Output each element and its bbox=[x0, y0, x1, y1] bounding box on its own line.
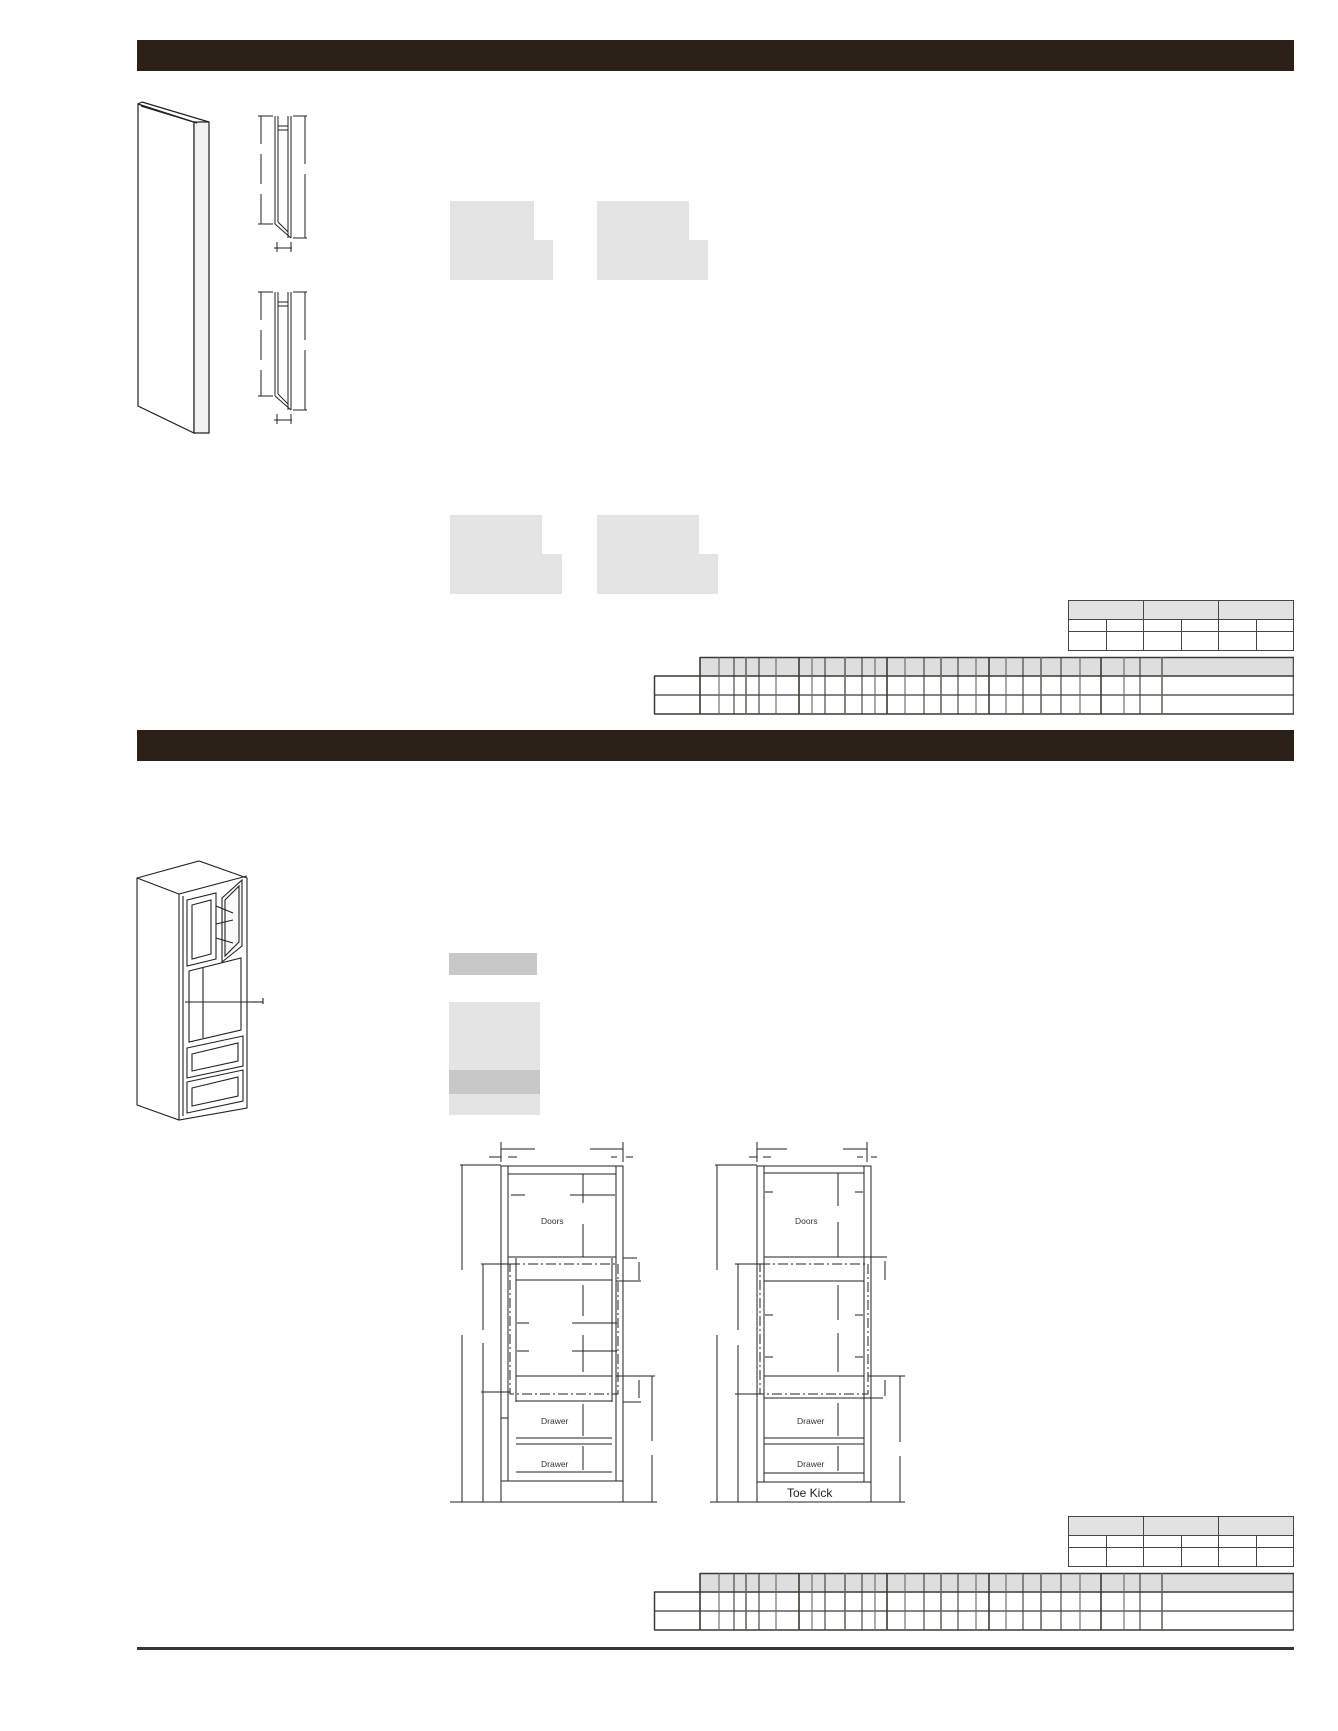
summary-header-group-1 bbox=[1068, 1516, 1144, 1536]
summary-cell bbox=[1143, 631, 1182, 651]
footer-rule bbox=[137, 1647, 1294, 1650]
summary-header-group-1 bbox=[1068, 600, 1144, 620]
summary-header-group-3 bbox=[1218, 1516, 1294, 1536]
summary-cell bbox=[1143, 1547, 1182, 1567]
panel-profile-view-1 bbox=[258, 115, 307, 252]
summary-subheader bbox=[1218, 1535, 1257, 1548]
elevation-label-drawer-1: Drawer bbox=[797, 1416, 825, 1426]
summary-subheader bbox=[1143, 619, 1182, 632]
section-1-summary-table bbox=[1068, 600, 1294, 651]
elevation-label-toe-kick: Toe Kick bbox=[787, 1486, 833, 1500]
oven-cabinet-isometric-drawing bbox=[136, 860, 264, 1121]
summary-subheader bbox=[1143, 1535, 1182, 1548]
summary-subheader bbox=[1180, 619, 1219, 632]
spec-block-3 bbox=[450, 515, 542, 555]
section-1-sku-table bbox=[653, 656, 1294, 715]
elevation-label-doors: Doors bbox=[795, 1216, 818, 1226]
summary-cell bbox=[1105, 631, 1144, 651]
summary-subheader bbox=[1255, 1535, 1294, 1548]
spec-block-2 bbox=[597, 201, 689, 241]
summary-subheader bbox=[1180, 1535, 1219, 1548]
summary-subheader bbox=[1105, 619, 1144, 632]
summary-header-group-3 bbox=[1218, 600, 1294, 620]
section-2-sku-table bbox=[653, 1572, 1294, 1631]
summary-cell bbox=[1068, 1547, 1107, 1567]
summary-cell bbox=[1255, 1547, 1294, 1567]
cabinet-elevation-left: Doors Drawer Drawer bbox=[450, 1142, 657, 1503]
summary-subheader bbox=[1068, 1535, 1107, 1548]
spec-block-4 bbox=[597, 515, 699, 555]
summary-subheader bbox=[1255, 619, 1294, 632]
summary-header-group-2 bbox=[1143, 600, 1219, 620]
cabinet-elevation-right: Doors Drawer Drawer Toe Kick bbox=[710, 1142, 905, 1503]
summary-cell bbox=[1180, 1547, 1219, 1567]
spec-block-2-ext bbox=[597, 240, 708, 280]
summary-cell bbox=[1255, 631, 1294, 651]
summary-subheader bbox=[1218, 619, 1257, 632]
summary-cell bbox=[1068, 631, 1107, 651]
panel-profile-view-2 bbox=[258, 291, 307, 424]
spec-block-3-ext bbox=[450, 554, 562, 594]
summary-cell bbox=[1218, 631, 1257, 651]
end-panel-isometric-drawing bbox=[137, 101, 210, 434]
elevation-label-doors: Doors bbox=[541, 1216, 564, 1226]
spec-block-8 bbox=[449, 1094, 540, 1115]
spec-block-7 bbox=[449, 1070, 540, 1094]
summary-header-group-2 bbox=[1143, 1516, 1219, 1536]
summary-cell bbox=[1105, 1547, 1144, 1567]
summary-subheader bbox=[1105, 1535, 1144, 1548]
spec-block-1 bbox=[450, 201, 534, 241]
section-2-summary-table bbox=[1068, 1516, 1294, 1567]
spec-block-6 bbox=[449, 1002, 540, 1070]
elevation-label-drawer-1: Drawer bbox=[541, 1416, 569, 1426]
spec-block-4-ext bbox=[597, 554, 718, 594]
elevation-label-drawer-2: Drawer bbox=[541, 1459, 569, 1469]
summary-cell bbox=[1218, 1547, 1257, 1567]
spec-block-5 bbox=[449, 953, 537, 975]
elevation-label-drawer-2: Drawer bbox=[797, 1459, 825, 1469]
summary-subheader bbox=[1068, 619, 1107, 632]
section-2-header-bar bbox=[137, 730, 1294, 761]
section-1-header-bar bbox=[137, 40, 1294, 71]
spec-block-1-ext bbox=[450, 240, 553, 280]
summary-cell bbox=[1180, 631, 1219, 651]
